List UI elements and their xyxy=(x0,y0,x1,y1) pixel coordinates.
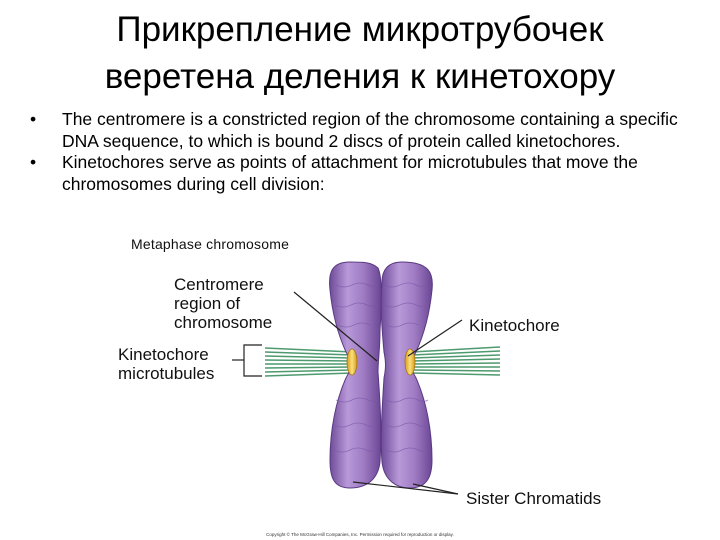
title-line-2: веретена деления к кинетохору xyxy=(104,57,616,96)
kinetochore-disc-left xyxy=(346,348,358,376)
kinetochore-disc-right xyxy=(404,348,416,376)
label-centromere: Centromere region of chromosome xyxy=(174,275,272,332)
label-centromere-line: region of xyxy=(174,294,241,313)
bullet-item: • Kinetochores serve as points of attach… xyxy=(30,152,710,195)
left-chromatid xyxy=(329,261,382,489)
bullet-text: The centromere is a constricted region o… xyxy=(62,109,678,151)
right-chromatid xyxy=(380,261,433,489)
leader-lines xyxy=(232,291,463,495)
label-microtubules-line: Kinetochore xyxy=(118,345,209,364)
label-kinetochore: Kinetochore xyxy=(469,316,560,335)
label-centromere-line: chromosome xyxy=(174,313,273,332)
copyright-notice: Copyright © The McGraw-Hill Companies, I… xyxy=(266,532,454,537)
label-sister-chromatids: Sister Chromatids xyxy=(466,489,602,508)
bullet-dot: • xyxy=(30,152,37,172)
bullet-list: • The centromere is a constricted region… xyxy=(30,109,710,195)
microtubules-right xyxy=(411,346,501,376)
chromatin-texture xyxy=(333,282,429,453)
bullet-dot: • xyxy=(30,109,37,129)
bullet-text: Kinetochores serve as points of attachme… xyxy=(62,152,638,194)
label-centromere-line: Centromere xyxy=(174,275,264,294)
title-line-1: Прикрепление микротрубочек xyxy=(116,10,604,49)
figure-caption: Metaphase chromosome xyxy=(131,236,290,252)
bullet-item: • The centromere is a constricted region… xyxy=(30,109,710,152)
microtubules-left xyxy=(264,347,353,377)
slide-title: Прикрепление микротрубочек веретена деле… xyxy=(0,6,720,100)
label-microtubules-line: microtubules xyxy=(118,364,215,383)
label-kinetochore-microtubules: Kinetochore microtubules xyxy=(118,345,214,383)
